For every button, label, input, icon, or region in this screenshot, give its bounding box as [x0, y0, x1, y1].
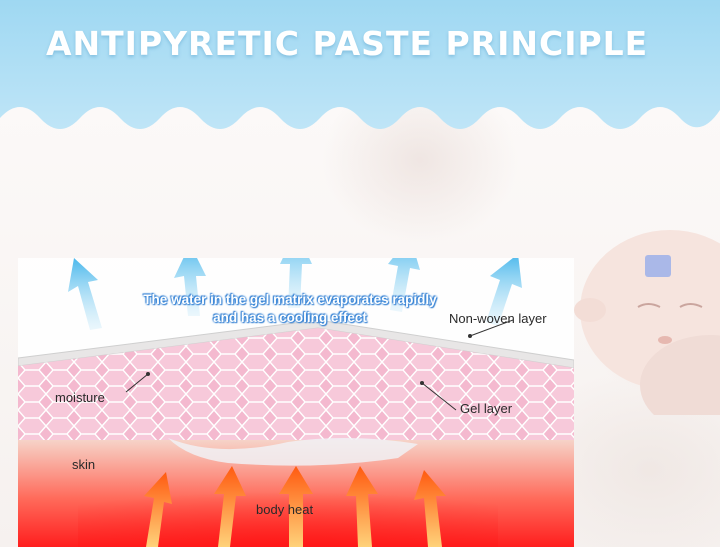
- moisture-label: moisture: [55, 390, 105, 405]
- body-heat-label: body heat: [256, 502, 314, 517]
- caption-line-2: and has a cooling effect: [213, 310, 367, 325]
- arrow-up-icon: [68, 258, 102, 330]
- arrow-up-icon: [486, 258, 522, 326]
- arrow-up-icon: [214, 466, 246, 547]
- page-title: ANTIPYRETIC PASTE PRINCIPLE: [46, 24, 649, 63]
- arrow-up-icon: [280, 258, 312, 308]
- caption-line-1: The water in the gel matrix evaporates r…: [143, 292, 437, 307]
- evaporation-arrows: [68, 258, 522, 330]
- arrow-up-icon: [346, 466, 378, 547]
- title-banner: [0, 0, 720, 150]
- arrow-up-icon: [388, 258, 420, 312]
- skin-label: skin: [72, 457, 96, 472]
- baby-illustration: [574, 230, 720, 415]
- arrow-up-icon: [174, 258, 206, 316]
- gel-leader-line: [421, 382, 457, 411]
- arrow-up-icon: [279, 466, 313, 547]
- evaporation-caption: The water in the gel matrix evaporates r…: [110, 291, 470, 327]
- gel-layer-label: Gel layer: [460, 401, 513, 416]
- non-woven-layer: [18, 319, 574, 369]
- moisture-leader-line: [125, 373, 149, 393]
- film-piece: [168, 437, 418, 466]
- cooling-patch-icon: [645, 255, 671, 277]
- non-woven-layer-label: Non-woven layer: [449, 311, 547, 326]
- gel-layer: [18, 328, 574, 440]
- arrow-up-icon: [414, 470, 446, 547]
- arrow-up-icon: [144, 472, 172, 547]
- heat-arrows: [144, 466, 446, 547]
- non-woven-leader-line: [469, 319, 514, 337]
- diagram-panel: [18, 258, 574, 547]
